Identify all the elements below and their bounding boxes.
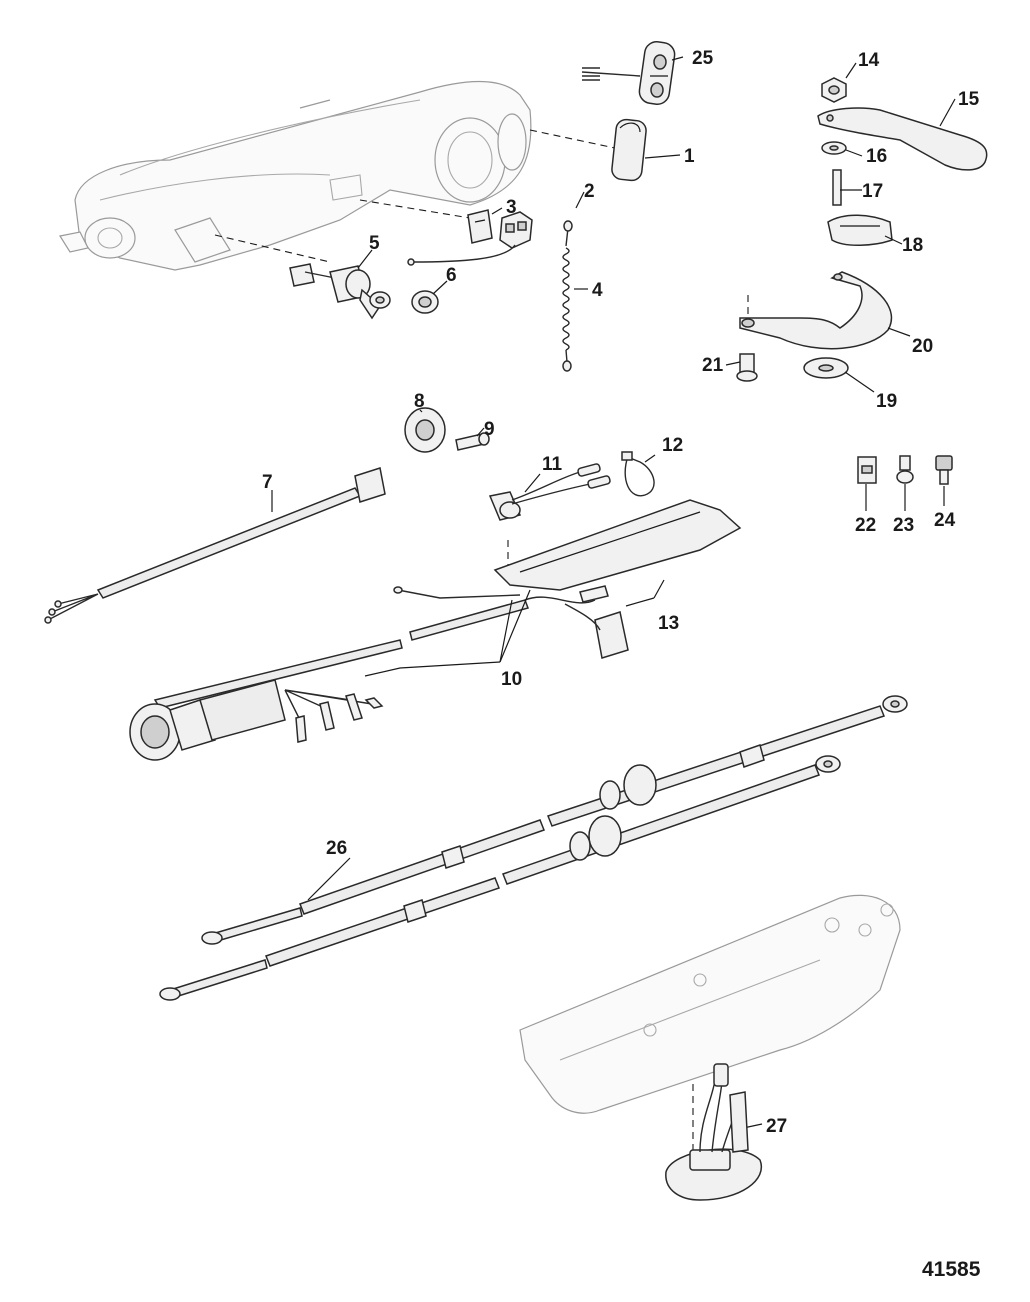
- callout-labels: 1 2 3 4 5 6 7 8 9 10 11 12 13 14 15 16 1…: [262, 48, 980, 1137]
- callout-10: 10: [501, 669, 522, 690]
- callout-2: 2: [584, 181, 595, 202]
- callout-4: 4: [592, 280, 603, 301]
- leader-lines: [271, 56, 956, 1131]
- lower-cover: [519, 894, 901, 1114]
- callout-23: 23: [893, 515, 914, 536]
- callout-14: 14: [858, 50, 880, 71]
- callout-27: 27: [766, 1116, 787, 1137]
- callout-19: 19: [876, 391, 897, 412]
- callout-11: 11: [542, 454, 563, 475]
- part-25-lanyard-switch: [581, 41, 676, 105]
- part-9-screw: [455, 432, 490, 451]
- callout-25: 25: [692, 48, 714, 69]
- tiller-handle-housing: [59, 80, 532, 271]
- part-10-wiring-harness: [129, 499, 742, 761]
- part-17-pin: [832, 169, 842, 206]
- part-14-nut: [821, 77, 847, 103]
- part-5-key-switch: [289, 263, 391, 320]
- part-4-spring: [562, 220, 573, 372]
- part-1-cover: [611, 118, 647, 182]
- callout-16: 16: [866, 146, 887, 167]
- part-20-bracket: [739, 271, 893, 350]
- callout-22: 22: [855, 515, 876, 536]
- callout-26: 26: [326, 838, 347, 859]
- callout-1: 1: [684, 146, 695, 167]
- part-2-switch: [407, 211, 533, 266]
- part-8-retainer: [404, 407, 446, 453]
- part-27-module: [665, 1063, 763, 1201]
- part-23-stud: [896, 455, 914, 484]
- part-19-washer: [803, 357, 849, 379]
- callout-20: 20: [912, 336, 933, 357]
- part-15-lever: [817, 107, 988, 171]
- callout-7: 7: [262, 472, 273, 493]
- part-26-cables: [159, 695, 908, 1001]
- part-12-cable-tie: [621, 451, 655, 497]
- part-3-plate: [467, 209, 493, 244]
- part-21-bolt: [736, 353, 758, 382]
- callout-5: 5: [369, 233, 380, 254]
- callout-12: 12: [662, 435, 683, 456]
- callout-24: 24: [934, 510, 956, 531]
- part-16-washer: [821, 141, 847, 155]
- callout-17: 17: [862, 181, 883, 202]
- callout-9: 9: [484, 419, 495, 440]
- callout-18: 18: [902, 235, 923, 256]
- part-18-cam: [827, 214, 893, 246]
- callout-6: 6: [446, 265, 457, 286]
- callout-21: 21: [702, 355, 724, 376]
- part-6-nut: [411, 290, 439, 314]
- part-24-screw: [935, 455, 953, 485]
- part-11-sensor: [488, 463, 611, 521]
- part-22-clip: [857, 456, 877, 484]
- callout-13: 13: [658, 613, 679, 634]
- callout-8: 8: [414, 391, 425, 412]
- callout-15: 15: [958, 89, 980, 110]
- callout-3: 3: [506, 197, 517, 218]
- part-7-harness: [44, 467, 386, 624]
- figure-number: 41585: [922, 1258, 981, 1281]
